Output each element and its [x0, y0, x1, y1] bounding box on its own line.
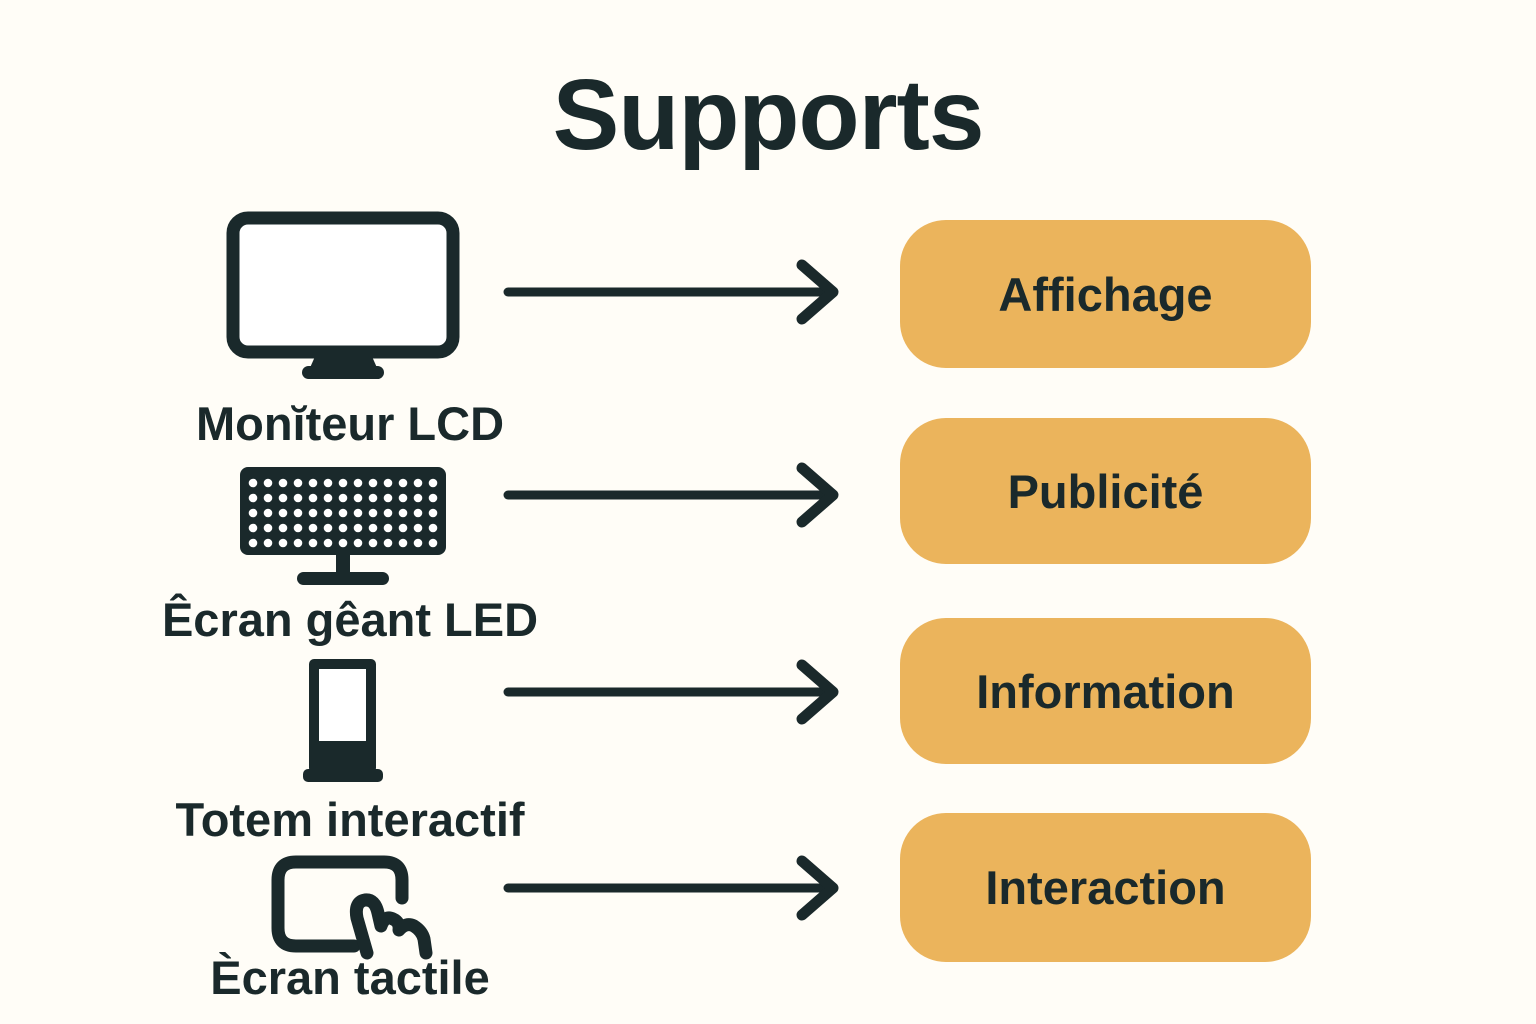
arrow-right-icon	[503, 659, 839, 725]
device-label: Êcran gêant LED	[161, 593, 539, 646]
category-box-information: Information	[900, 618, 1311, 764]
led-giant-screen-icon	[240, 460, 446, 590]
arrow-right-icon	[503, 855, 839, 921]
device-label: Ècran tactile	[210, 951, 490, 1004]
category-box-publicite: Publicité	[900, 418, 1311, 564]
touch-screen-icon	[268, 852, 448, 967]
page-title: Supports	[552, 59, 985, 171]
device-label: Totem interactif	[175, 793, 525, 846]
category-box-interaction: Interaction	[900, 813, 1311, 962]
category-label: Publicité	[1007, 464, 1204, 518]
lcd-monitor-icon	[225, 210, 460, 380]
led-dot-grid	[248, 478, 438, 548]
device-label: Monĭteur LCD	[195, 397, 505, 450]
arrow-right-icon	[503, 259, 839, 325]
category-label: Affichage	[998, 267, 1213, 321]
arrow-right-icon	[503, 462, 839, 528]
category-label: Interaction	[985, 861, 1226, 914]
category-label: Information	[976, 664, 1235, 718]
category-box-affichage: Affichage	[900, 220, 1311, 368]
interactive-totem-icon	[298, 653, 388, 788]
